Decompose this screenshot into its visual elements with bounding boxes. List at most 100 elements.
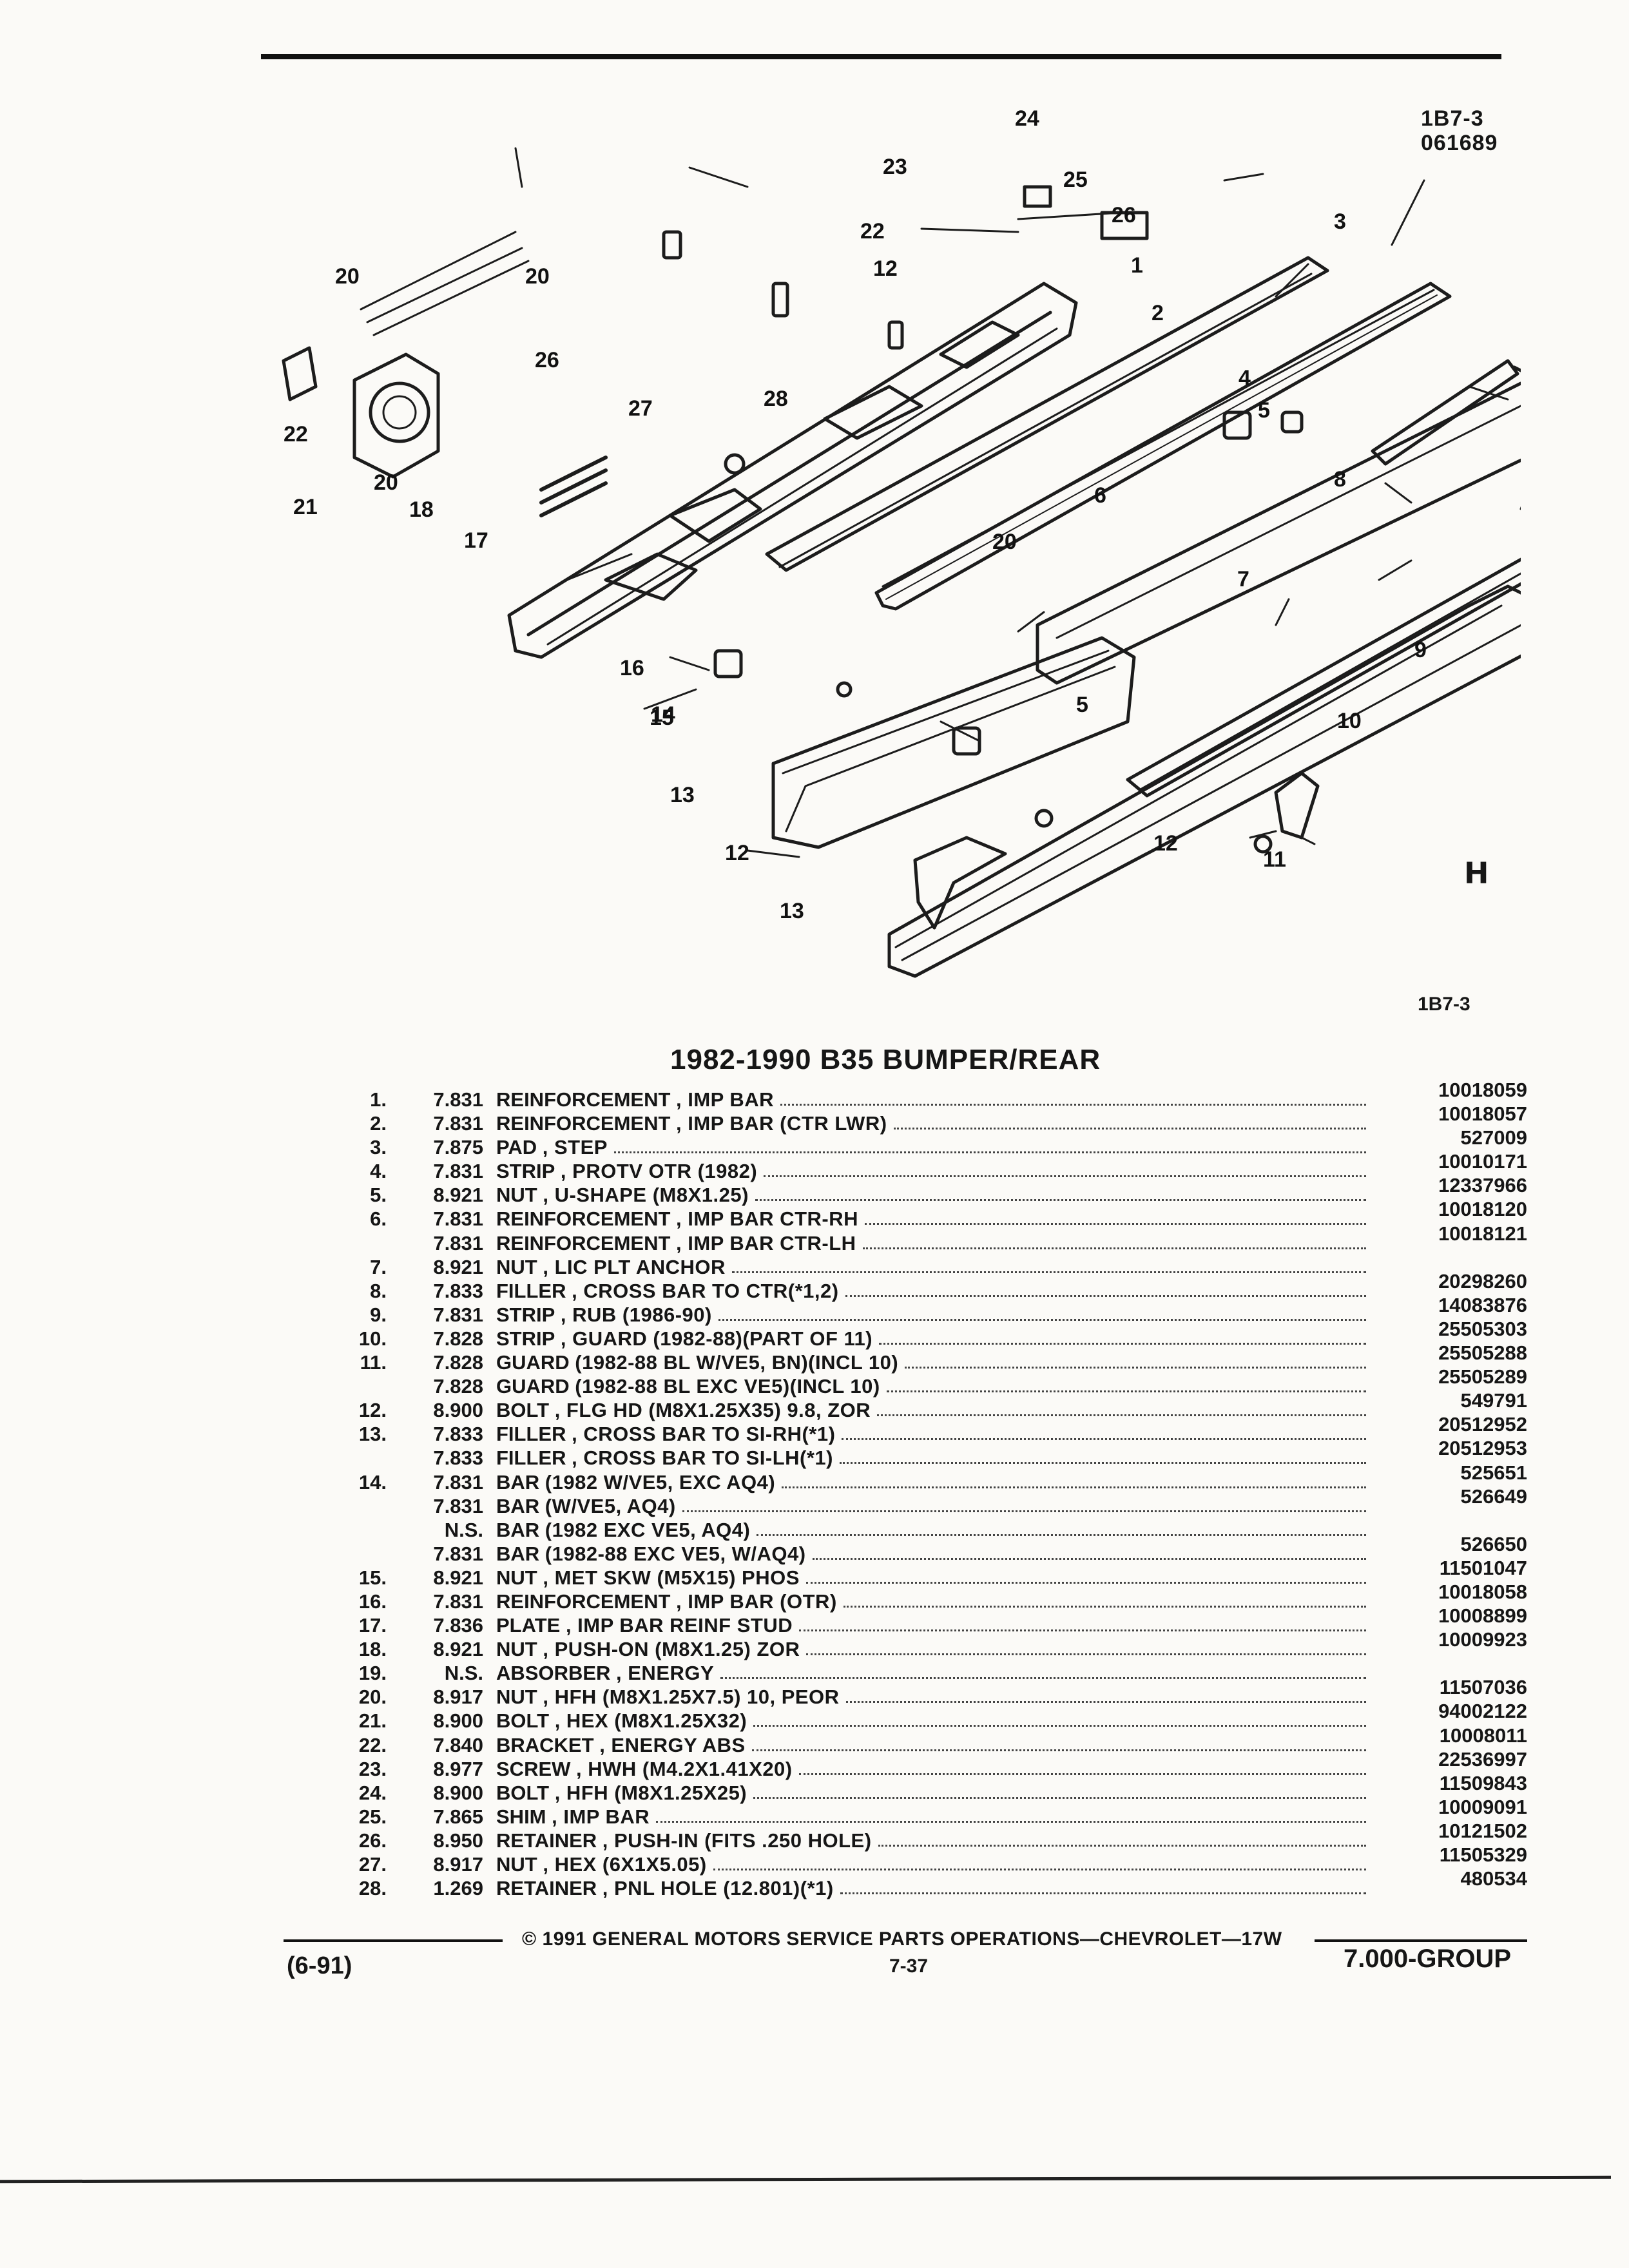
item-number: 26. [358, 1829, 387, 1852]
section-code: 1B7-3 [1421, 106, 1484, 131]
part-qualifier: , HFH (M8X1.25X25) [554, 1781, 747, 1804]
frame-reinforcement [507, 282, 1078, 659]
page-title: 1982-1990 B35 BUMPER/REAR [670, 1044, 1101, 1075]
step-pad [765, 256, 1329, 572]
part-description: NUT , MET SKW (M5X15) PHOS [496, 1566, 1373, 1590]
dot-leader [805, 1566, 1366, 1584]
dot-leader [843, 1590, 1366, 1608]
part-name: NUT [496, 1184, 537, 1207]
part-number: 20298260 [1438, 1269, 1527, 1293]
dot-leader [780, 1088, 1366, 1106]
callout-24: 26 [535, 348, 559, 372]
part-qualifier: , IMP BAR CTR-LH [676, 1231, 856, 1254]
part-name: SCREW [496, 1757, 571, 1780]
page-code: 1B7-3 061689 [1421, 106, 1498, 155]
part-qualifier: , ENERGY [616, 1662, 715, 1685]
part-qualifier: , IMP BAR (OTR) [676, 1590, 837, 1613]
group-ref: 7.833 [433, 1423, 483, 1446]
dot-leader [798, 1757, 1366, 1775]
part-description: PLATE , IMP BAR REINF STUD [496, 1613, 1373, 1637]
part-number: 10008011 [1439, 1724, 1527, 1747]
dot-leader [865, 1207, 1366, 1225]
callout-23: 20 [525, 264, 550, 289]
part-number: 10018120 [1438, 1198, 1527, 1221]
part-description: STRIP , RUB (1986-90) [496, 1303, 1373, 1327]
part-number: 10121502 [1438, 1819, 1527, 1842]
group-ref: 7.831 [433, 1542, 483, 1565]
dot-leader [886, 1374, 1366, 1393]
part-qualifier: (W/VE5, AQ4) [545, 1494, 676, 1517]
part-number: 10010171 [1438, 1150, 1527, 1173]
part-qualifier: , GUARD (1982-88)(PART OF 11) [560, 1327, 873, 1350]
group-ref: 1.269 [433, 1877, 483, 1900]
dot-leader [720, 1661, 1366, 1680]
part-description: REINFORCEMENT , IMP BAR CTR-LH [496, 1231, 1373, 1255]
dot-leader [755, 1183, 1366, 1202]
parts-row: N.S.BAR (1982 EXC VE5, AQ4) [335, 1518, 1527, 1542]
part-qualifier: , HEX (M8X1.25X32) [554, 1709, 747, 1733]
callout-3: 3 [1334, 209, 1346, 234]
item-number: 16. [358, 1590, 387, 1613]
part-number: 10009091 [1438, 1795, 1527, 1818]
part-description: BAR (1982-88 EXC VE5, W/AQ4) [496, 1542, 1373, 1566]
callout-11: 11 [1263, 847, 1286, 872]
exploded-parts-diagram: 24 23 25 26 22 3 20 20 12 1 2 26 28 4 5 … [282, 106, 1521, 978]
part-name: ABSORBER [496, 1662, 611, 1685]
parts-row: 19.N.S.ABSORBER , ENERGY [335, 1661, 1527, 1685]
group-ref: 7.831 [433, 1160, 483, 1183]
item-number: 21. [358, 1709, 387, 1733]
footer-group: 7.000-GROUP [1344, 1945, 1512, 1973]
part-qualifier: (1982 EXC VE5, AQ4) [545, 1518, 751, 1541]
item-number: 2. [370, 1112, 387, 1135]
part-description: NUT , U-SHAPE (M8X1.25) [496, 1183, 1373, 1207]
part-name: FILLER [496, 1423, 566, 1446]
part-name: GUARD [496, 1375, 570, 1398]
dot-leader [764, 1159, 1366, 1178]
group-ref: 7.828 [433, 1327, 483, 1350]
part-description: BAR (W/VE5, AQ4) [496, 1494, 1373, 1518]
dot-leader [842, 1422, 1366, 1441]
item-number: 3. [370, 1136, 387, 1159]
item-number: 4. [370, 1160, 387, 1183]
part-qualifier: , HEX (6X1X5.05) [543, 1853, 707, 1876]
part-qualifier: (1982 W/VE5, EXC AQ4) [545, 1470, 776, 1494]
group-ref: N.S. [444, 1518, 483, 1541]
part-qualifier: , IMP BAR [552, 1805, 650, 1828]
callout-26: 28 [764, 387, 788, 411]
callout-5b: 5 [1076, 693, 1088, 717]
part-description: NUT , LIC PLT ANCHOR [496, 1255, 1373, 1279]
part-name: BOLT [496, 1399, 550, 1422]
part-description: BAR (1982 W/VE5, EXC AQ4) [496, 1470, 1373, 1494]
group-ref: 8.900 [433, 1709, 483, 1733]
part-name: STRIP [496, 1303, 555, 1326]
group-ref: 7.831 [433, 1470, 483, 1494]
part-qualifier: , STEP [542, 1136, 608, 1159]
filler-si [913, 836, 1007, 930]
part-name: FILLER [496, 1446, 566, 1470]
top-rule [261, 54, 1501, 59]
part-number: 10018058 [1438, 1580, 1527, 1603]
part-number: 527009 [1460, 1126, 1527, 1149]
part-name: FILLER [496, 1279, 566, 1302]
part-description: NUT , HEX (6X1X5.05) [496, 1852, 1373, 1876]
dot-leader [799, 1613, 1366, 1632]
part-qualifier: (1982-88 EXC VE5, W/AQ4) [545, 1542, 806, 1565]
part-name: BOLT [496, 1709, 550, 1733]
footer-rule-right [1315, 1939, 1527, 1942]
item-number: 25. [358, 1805, 387, 1828]
group-ref: 7.865 [433, 1805, 483, 1828]
callout-20c: 20 [992, 530, 1017, 554]
dot-leader [879, 1327, 1366, 1345]
